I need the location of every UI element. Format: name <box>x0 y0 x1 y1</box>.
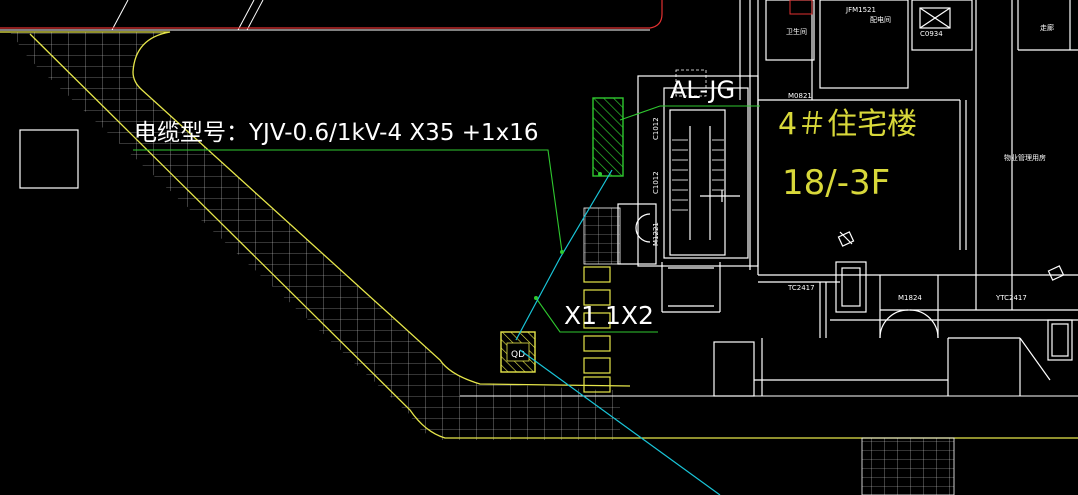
door-jfm-label: JFM1521 <box>845 6 876 14</box>
distribution-room-label: 配电间 <box>870 15 891 24</box>
c0934-label: C0934 <box>920 30 943 38</box>
window-tc2417-label: TC2417 <box>787 284 815 292</box>
qd-inner <box>506 342 530 362</box>
red-room-outline <box>789 0 813 15</box>
top-road-lines <box>0 0 650 31</box>
small-labels: 卫生间 配电间 物业管理用房 走廊 JFM1521 M0821 M1221 M1… <box>652 6 1054 302</box>
hatched-ramp <box>0 31 1078 440</box>
panel-label: AL-JG <box>670 76 735 104</box>
entry-steps <box>583 207 621 265</box>
cable-type-label: 电缆型号：YJV-0.6/1kV-4 X35 +1x16 <box>134 120 539 146</box>
conduit-label: X1 1X2 <box>564 301 654 330</box>
bathroom-label: 卫生间 <box>786 27 807 36</box>
door-m1221-label: M1221 <box>652 222 660 246</box>
red-property-line <box>0 0 663 29</box>
building-walls <box>617 0 1078 397</box>
window-ytc2417-label: YTC2417 <box>995 294 1027 302</box>
tray-boxes <box>583 266 611 393</box>
stair-treads <box>672 139 724 211</box>
door-m1824-label: M1824 <box>898 294 922 302</box>
building-label: 4＃住宅楼 <box>778 107 917 142</box>
qd-label: QD <box>511 350 525 360</box>
bottom-hatch <box>861 437 955 495</box>
white-square <box>19 129 79 189</box>
window-c1012a-label: C1012 <box>652 117 660 140</box>
cyan-cable <box>515 169 721 495</box>
property-room-label: 物业管理用房 <box>1004 153 1046 162</box>
door-m0821-label: M0821 <box>788 92 812 100</box>
floors-label: 18/-3F <box>782 163 890 203</box>
green-panel <box>592 97 624 177</box>
dashed-landing <box>675 69 707 97</box>
window-c1012b-label: C1012 <box>652 171 660 194</box>
green-leaders <box>133 105 760 333</box>
corridor-label: 走廊 <box>1040 23 1054 32</box>
